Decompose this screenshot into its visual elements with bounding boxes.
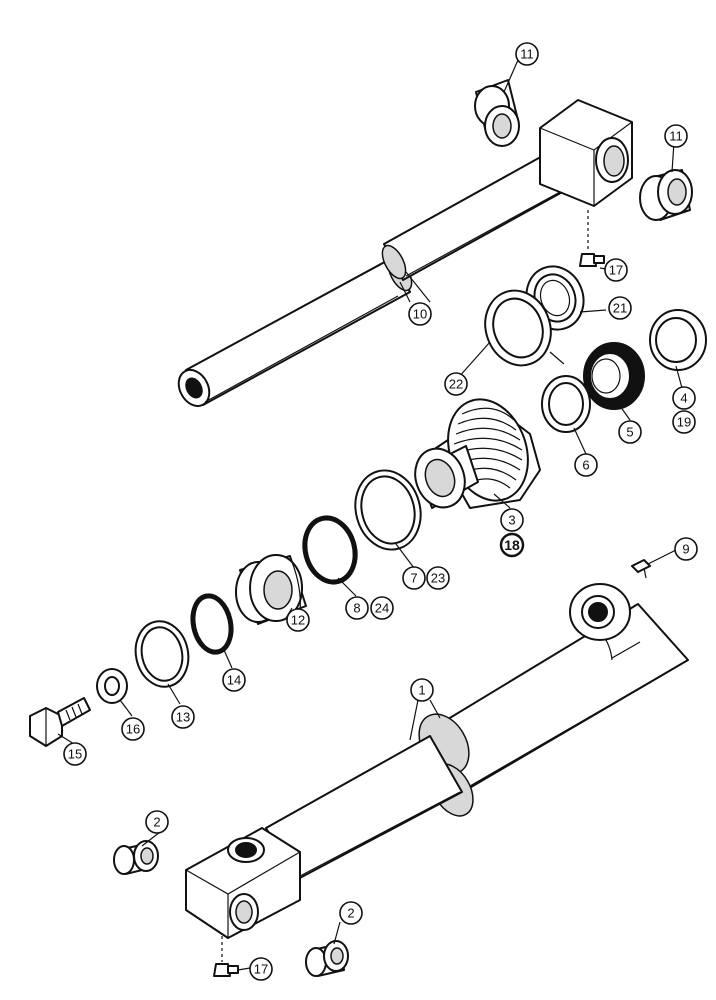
- callout-8: 8: [345, 596, 369, 620]
- bolt-15: [29, 697, 91, 747]
- callout-13: 13: [171, 705, 195, 729]
- o-ring-8: [302, 515, 358, 585]
- piston-rod: [177, 99, 633, 408]
- cylinder-barrel: [185, 583, 689, 939]
- piston-12: [235, 554, 307, 625]
- grease-fitting-bottom: [213, 936, 239, 977]
- callout-9: 9: [674, 537, 698, 561]
- bushing-top-left: [474, 79, 520, 147]
- callout-24: 24: [370, 596, 394, 620]
- ring-22: [484, 289, 552, 367]
- callout-1: 1: [410, 678, 434, 702]
- callout-11-top-left: 11: [515, 42, 539, 66]
- callout-3: 3: [500, 508, 524, 532]
- callout-6: 6: [574, 453, 598, 477]
- callout-label: 19: [677, 415, 691, 430]
- callout-label: 11: [520, 47, 534, 62]
- callout-label: 7: [410, 571, 417, 586]
- callout-18: 18: [499, 532, 525, 558]
- callout-label: 10: [413, 307, 427, 322]
- callout-label: 18: [504, 537, 520, 553]
- callout-label: 6: [582, 458, 589, 473]
- callout-label: 2: [153, 815, 160, 830]
- callout-label: 17: [254, 962, 268, 977]
- callout-12: 12: [286, 608, 310, 632]
- seal-5: [583, 342, 645, 410]
- callout-label: 8: [353, 601, 360, 616]
- callout-label: 16: [126, 722, 140, 737]
- callout-label: 15: [68, 747, 82, 762]
- callout-label: 13: [176, 710, 190, 725]
- callout-label: 17: [609, 263, 623, 278]
- screw-9: [631, 559, 651, 579]
- bushing-bottom-right: [305, 940, 349, 977]
- callout-19: 19: [672, 410, 696, 434]
- callout-17-top: 17: [604, 258, 628, 282]
- callout-21: 21: [608, 296, 632, 320]
- callout-label: 11: [669, 129, 683, 144]
- callout-label: 3: [508, 513, 515, 528]
- callout-10: 10: [408, 302, 432, 326]
- bushing-bottom-left: [113, 840, 159, 875]
- callout-14: 14: [222, 668, 246, 692]
- callout-label: 2: [347, 906, 354, 921]
- washer-16: [96, 668, 128, 704]
- callout-4: 4: [672, 386, 696, 410]
- ring-13: [134, 620, 190, 688]
- callout-label: 5: [626, 425, 633, 440]
- callout-17-bottom: 17: [249, 957, 273, 981]
- callout-2-right: 2: [339, 901, 363, 925]
- callout-label: 4: [680, 391, 687, 406]
- callout-15: 15: [63, 742, 87, 766]
- callout-23: 23: [426, 566, 450, 590]
- backup-ring-7: [354, 469, 422, 551]
- callout-label: 14: [227, 673, 241, 688]
- callout-5: 5: [618, 420, 642, 444]
- callout-22: 22: [444, 372, 468, 396]
- callout-11-top-right: 11: [664, 124, 688, 148]
- callout-2-left: 2: [145, 810, 169, 834]
- callout-label: 21: [613, 301, 627, 316]
- cylinder-head-3: [414, 398, 541, 509]
- callout-label: 23: [431, 571, 445, 586]
- grease-fitting-top: [579, 210, 605, 267]
- callout-label: 12: [291, 613, 305, 628]
- callout-label: 24: [375, 601, 389, 616]
- callout-label: 1: [418, 683, 425, 698]
- callout-label: 22: [449, 377, 463, 392]
- spacer-4: [649, 309, 707, 371]
- o-ring-14: [190, 593, 234, 655]
- callout-7: 7: [402, 566, 426, 590]
- bushing-top-right: [639, 169, 693, 221]
- callout-16: 16: [121, 717, 145, 741]
- ring-6: [541, 375, 591, 433]
- callout-label: 9: [682, 542, 689, 557]
